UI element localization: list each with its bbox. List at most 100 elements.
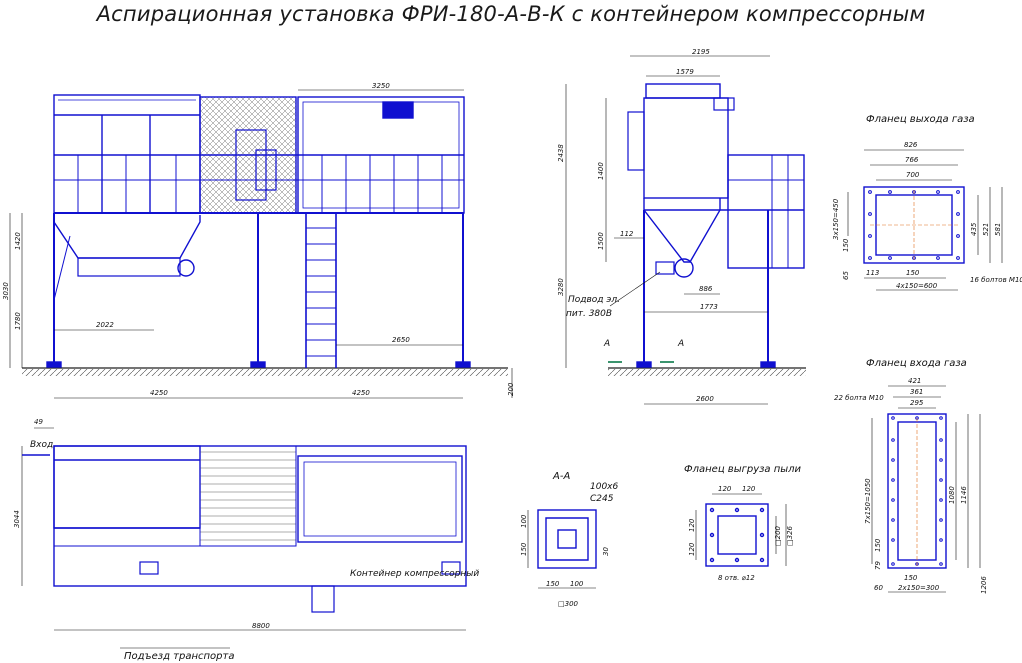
plan-door [311, 585, 335, 613]
front-dim-h2: 1780 [14, 312, 22, 330]
flange-in-dim-l3: 79 [874, 561, 882, 570]
side-power-label-1: Подвод эл. [568, 295, 620, 305]
flange-in-dim-w2: 361 [910, 388, 923, 396]
front-filter-housing [53, 94, 201, 214]
plan-view [53, 445, 467, 613]
section-aa-profile: 100х6 [590, 482, 619, 492]
side-platform-frame [727, 154, 805, 269]
side-dim-h-total: 2438 [557, 144, 565, 162]
side-dim-d1: 886 [699, 285, 713, 293]
flange-dust-dim-l1: 120 [688, 518, 696, 532]
flange-dust-dim-r1: □200 [774, 525, 782, 546]
side-dim-base: 2600 [696, 395, 714, 403]
side-dim-h-mid: 1400 [597, 162, 605, 180]
section-aa-dim-c: 150 [546, 580, 560, 588]
flange-dust-dim-t2: 120 [742, 485, 756, 493]
flange-out-bolts: 16 болтов М10 [970, 276, 1022, 284]
plan-access-label: Подъезд транспорта [124, 651, 234, 662]
side-filter-body [643, 97, 729, 199]
front-dim-span2: 2650 [392, 336, 410, 344]
side-section-mark-left: А [603, 339, 610, 349]
plan-filter [53, 445, 201, 529]
flange-dust-dim-l2: 120 [688, 542, 696, 556]
section-aa-label: А-А [552, 471, 570, 482]
front-ground-hatch [22, 369, 508, 376]
side-outlet [713, 97, 735, 111]
flange-in-dim-w1: 421 [908, 377, 921, 385]
flange-in-dim-r3: 1206 [980, 576, 988, 594]
side-top-cap [645, 83, 721, 99]
front-view [22, 94, 508, 376]
front-vent-box [382, 101, 414, 119]
side-dim-small: 112 [620, 230, 634, 238]
flange-in-dim-l2: 150 [874, 538, 882, 552]
flange-in-dim-r1: 1080 [948, 486, 956, 504]
flange-in-dim-w3: 295 [910, 399, 924, 407]
drawing-title: Аспирационная установка ФРИ-180-А-В-К с … [96, 2, 926, 26]
plan-hatch-right [441, 561, 461, 575]
side-inlet-flange [627, 111, 645, 171]
flange-dust-dim-t1: 120 [718, 485, 732, 493]
section-aa-dim-e: 30 [602, 547, 610, 556]
flange-out-dim-l3: 65 [842, 271, 850, 280]
flange-out-dim-l2: 150 [842, 238, 850, 252]
plan-grating [199, 445, 297, 547]
front-dim-w1: 3250 [372, 82, 390, 90]
side-dimensions [565, 55, 770, 405]
front-hopper [53, 215, 201, 259]
flange-out-dim-w1: 826 [904, 141, 918, 149]
front-dim-base-left: 4250 [150, 389, 168, 397]
flange-in-dim-b1: 150 [904, 574, 918, 582]
side-hopper [643, 198, 721, 263]
plan-dimensions [21, 427, 466, 649]
plan-container-label: Контейнер компрессорный [350, 569, 479, 579]
flange-dust-dim-r2: □326 [786, 525, 794, 546]
flange-out-dim-r2: 521 [982, 223, 990, 236]
flange-out-label: Фланец выхода газа [866, 114, 975, 125]
flange-out-dim-b3: 4х150=600 [896, 282, 938, 290]
section-aa-dim-a: 100 [520, 514, 528, 528]
flange-dust-label: Фланец выгруза пыли [684, 464, 802, 475]
flange-in-dim-r2: 1146 [960, 486, 968, 504]
flange-out-dim-w2: 766 [905, 156, 919, 164]
flange-out-dim-b2: 150 [906, 269, 920, 277]
side-motor [674, 258, 694, 278]
flange-in-dim-b2: 2х150=300 [898, 584, 940, 592]
flange-out-dim-b1: 113 [866, 269, 879, 277]
flange-out-dim-r3: 581 [994, 223, 1002, 236]
flange-in-label: Фланец входа газа [866, 358, 967, 369]
side-dim-top-inner: 1579 [676, 68, 694, 76]
front-dim-base-right: 4250 [352, 389, 370, 397]
plan-dim-offset: 49 [34, 418, 43, 426]
plan-compressor-container [297, 455, 463, 543]
plan-inlet-label: Вход [30, 440, 53, 450]
side-section-mark-right: А [677, 339, 684, 349]
section-aa-drawing [537, 509, 597, 569]
flange-in-bolts: 22 болта М10 [834, 394, 884, 402]
front-dim-h-total: 3030 [2, 282, 10, 300]
section-aa-dim-sq: □300 [558, 600, 579, 608]
side-power-label-2: пит. 380В [566, 309, 612, 319]
side-view [608, 83, 806, 376]
front-screw-conveyor [77, 257, 181, 277]
section-aa-steel: С245 [590, 494, 614, 504]
front-motor [177, 259, 195, 277]
flange-dust-holes: 8 отв. ⌀12 [718, 574, 755, 582]
flange-out-dim-r1: 435 [970, 222, 978, 236]
flange-out-dim-l1: 3х150=450 [832, 198, 840, 240]
section-aa-dim-d: 100 [570, 580, 584, 588]
flange-in-dim-l4: 60 [874, 584, 883, 592]
side-dim-h-lower: 1500 [597, 232, 605, 250]
plan-dim-length: 8800 [252, 622, 270, 630]
flange-in-dim-l1: 7х150=1050 [864, 478, 872, 524]
side-dim-top-outer: 2195 [692, 48, 710, 56]
front-dimensions [9, 89, 513, 399]
plan-dim-height: 3044 [13, 510, 21, 528]
front-dim-h1: 1420 [14, 232, 22, 250]
flange-dust-drawing [705, 503, 769, 567]
flange-out-centerlines [870, 190, 958, 260]
plan-hatch-left [139, 561, 159, 575]
front-dim-span1: 2022 [96, 321, 114, 329]
side-dim-d2: 1773 [700, 303, 718, 311]
